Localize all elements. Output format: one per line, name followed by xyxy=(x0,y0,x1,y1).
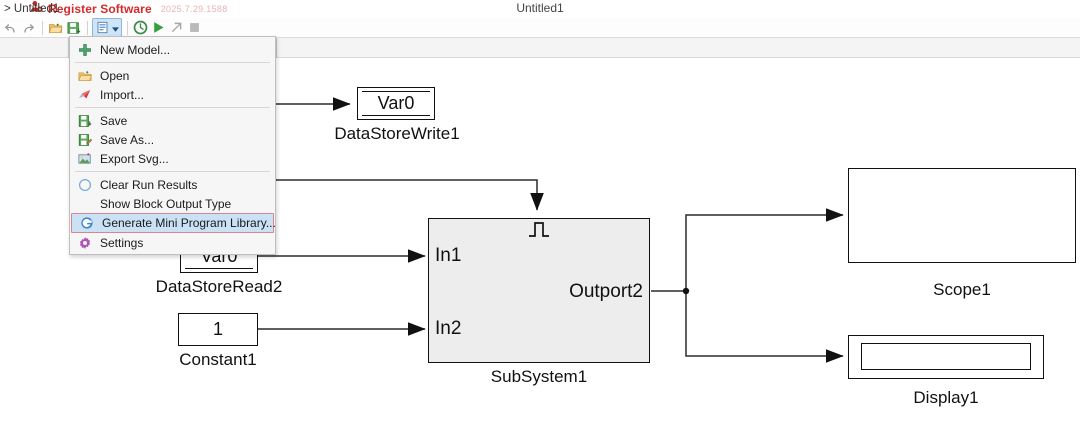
import-arrow-icon xyxy=(76,87,94,102)
constant1-value: 1 xyxy=(212,319,223,339)
datastorewrite1-top-rule xyxy=(362,91,430,93)
run-button[interactable] xyxy=(150,19,167,36)
subsystem1-inport-in1: In1 xyxy=(435,245,462,266)
display1-value-field xyxy=(861,343,1031,370)
title-bar: Register Software 2025.7.29.1588 Untitle… xyxy=(0,0,1080,19)
block-datastorewrite1[interactable]: Var0 xyxy=(357,87,435,120)
stop-button[interactable] xyxy=(186,19,203,36)
breadcrumb[interactable]: > Untitled1 xyxy=(4,3,60,15)
plus-icon xyxy=(76,42,94,57)
datastorewrite1-value: Var0 xyxy=(377,93,415,113)
toolbar xyxy=(0,18,1080,38)
save-as-icon xyxy=(76,132,94,147)
register-software-link[interactable]: Register Software 2025.7.29.1588 xyxy=(30,1,228,17)
menu-item-open[interactable]: Open xyxy=(70,66,275,85)
folder-open-button[interactable] xyxy=(47,19,64,36)
toolbar-separator-3 xyxy=(127,20,128,35)
menu-item-show-block-output-type[interactable]: Show Block Output Type xyxy=(70,194,275,213)
menu-separator-1 xyxy=(75,62,270,63)
label-subsystem1: SubSystem1 xyxy=(490,367,588,386)
menu-item-settings-label: Settings xyxy=(100,235,144,250)
menu-item-save-as[interactable]: Save As... xyxy=(70,130,275,149)
gear-icon xyxy=(76,235,94,250)
menu-item-new-model[interactable]: New Model... xyxy=(70,40,275,59)
image-export-icon xyxy=(76,151,94,166)
save-icon xyxy=(76,113,94,128)
subsystem1-inport-in2: In2 xyxy=(435,318,462,339)
model-dropdown-menu[interactable]: New Model... Open Import... xyxy=(69,36,276,255)
circle-icon xyxy=(76,177,94,192)
block-subsystem1[interactable]: In1 In2 Outport2 xyxy=(428,218,650,363)
save-button[interactable] xyxy=(65,19,82,36)
menu-item-generate-mini-program-library-label: Generate Mini Program Library... xyxy=(102,216,276,230)
block-scope1[interactable] xyxy=(848,168,1076,263)
label-constant1: Constant1 xyxy=(179,350,257,369)
version-label: 2025.7.29.1588 xyxy=(160,4,228,14)
folder-open-icon xyxy=(76,68,94,83)
menu-item-save-label: Save xyxy=(100,113,128,128)
window-title: Untitled1 xyxy=(516,1,564,15)
pulse-trigger-icon xyxy=(528,221,550,237)
user-register-icon xyxy=(30,0,43,18)
menu-item-export-svg[interactable]: Export Svg... xyxy=(70,149,275,168)
label-scope1: Scope1 xyxy=(933,280,991,299)
generate-icon xyxy=(78,216,96,231)
menu-item-settings[interactable]: Settings xyxy=(70,233,275,252)
chevron-down-icon xyxy=(111,19,119,37)
menu-item-new-model-label: New Model... xyxy=(100,42,171,57)
menu-item-export-svg-label: Export Svg... xyxy=(100,151,169,166)
wire-outport2-to-display1 xyxy=(685,291,844,363)
subsystem1-outport-outport2: Outport2 xyxy=(569,281,643,302)
menu-item-import[interactable]: Import... xyxy=(70,85,275,104)
wire-junction-dot xyxy=(682,287,690,295)
breadcrumb-divider-1 xyxy=(68,38,69,58)
label-datastorewrite1: DataStoreWrite1 xyxy=(334,124,460,143)
menu-item-clear-run-results[interactable]: Clear Run Results xyxy=(70,175,275,194)
block-display1[interactable] xyxy=(848,335,1044,379)
menu-item-open-label: Open xyxy=(100,68,130,83)
menu-item-generate-mini-program-library[interactable]: Generate Mini Program Library... xyxy=(71,213,276,233)
datastoreread2-bottom-rule xyxy=(185,267,253,269)
undo-button[interactable] xyxy=(2,19,19,36)
menu-item-save[interactable]: Save xyxy=(70,111,275,130)
label-datastoreread2: DataStoreRead2 xyxy=(155,277,283,296)
menu-separator-3 xyxy=(75,171,270,172)
toolbar-separator-2 xyxy=(87,20,88,35)
menu-item-import-label: Import... xyxy=(100,87,145,102)
clock-icon[interactable] xyxy=(132,19,149,36)
datastorewrite1-bottom-rule xyxy=(362,114,430,116)
wire-layer xyxy=(70,97,844,363)
redo-button[interactable] xyxy=(20,19,37,36)
menu-separator-2 xyxy=(75,107,270,108)
toolbar-separator-1 xyxy=(42,20,43,35)
breadcrumb-divider-2 xyxy=(276,38,277,58)
model-menu-button[interactable] xyxy=(92,18,122,37)
menu-item-clear-run-results-label: Clear Run Results xyxy=(100,177,198,192)
menu-item-save-as-label: Save As... xyxy=(100,132,155,147)
menu-item-show-block-output-type-label: Show Block Output Type xyxy=(100,196,232,211)
label-display1: Display1 xyxy=(913,388,979,407)
no-icon xyxy=(76,196,94,211)
step-button[interactable] xyxy=(168,19,185,36)
block-constant1[interactable]: 1 xyxy=(178,313,258,346)
wire-outport2-to-scope1 xyxy=(685,208,844,291)
register-software-label: Register Software xyxy=(48,2,152,16)
